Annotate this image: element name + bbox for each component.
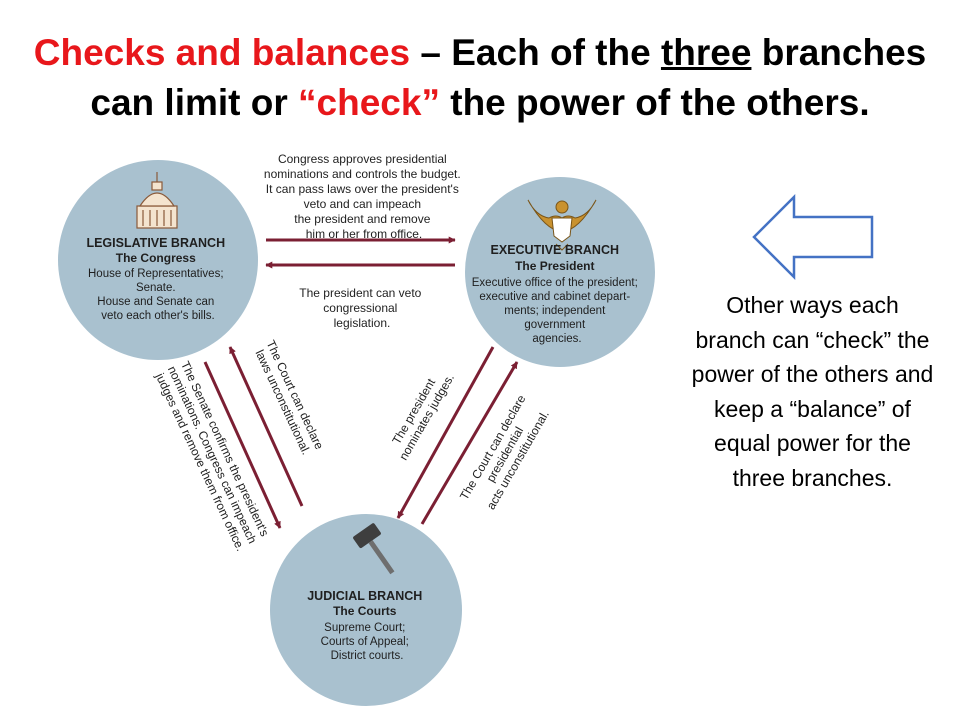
executive-branch-text: EXECUTIVE BRANCH The President Executive… [472,241,642,345]
caption-president-to-congress: The president can veto congressional leg… [299,286,424,330]
title-dash: – [410,32,452,73]
title-part3: branches can limit or [90,32,927,123]
title-part4: the power of the others. [439,82,870,123]
title-part1: Checks and balances [33,32,411,73]
legislative-branch-text: LEGISLATIVE BRANCH The Congress House of… [86,234,229,322]
judicial-branch-text: JUDICIAL BRANCH The Courts Supreme Court… [307,587,427,662]
title-quoted: “check” [298,82,440,123]
arrow-senate-to-court [203,361,282,529]
caption-congress-to-president: Congress approves presidential nominatio… [264,152,464,241]
executive-circle [465,177,655,367]
arrow-president-to-court [396,346,495,519]
capitol-dome-icon [136,172,178,229]
caption-president-to-court: The president nominates judges. [384,364,457,462]
side-note: Other ways each branch can “check” the p… [691,292,934,491]
caption-court-to-congress: The Court can declare laws unconstitutio… [251,338,328,460]
slide-title: Checks and balances – Each of the three … [0,28,960,128]
caption-senate-to-court: The Senate confirms the president's nomi… [152,358,274,555]
eagle-seal-icon [527,199,597,251]
arrow-court-to-president [420,361,519,525]
title-underlined: three [660,32,752,73]
arrow-court-to-congress [228,346,304,507]
gavel-icon [353,523,395,575]
judicial-circle [270,514,462,706]
caption-court-to-president: The Court can declare presidential acts … [457,390,554,517]
left-arrow-icon [752,193,874,281]
legislative-circle [58,160,258,360]
title-part2: Each of the [451,32,661,73]
